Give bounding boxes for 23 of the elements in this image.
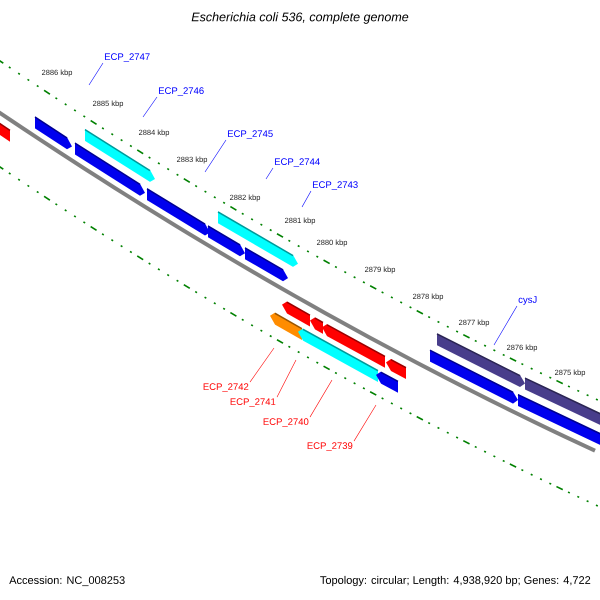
leader-line (354, 404, 376, 442)
leader-line (310, 380, 332, 418)
gene-label: ECP_2744 (274, 158, 320, 167)
gene-label: cysJ (518, 296, 536, 305)
gene-label: ECP_2745 (228, 130, 273, 139)
genome-info-text: Topology: circular; Length: 4,938,920 bp; Genes: 4,722 (320, 576, 590, 586)
leader-line (494, 306, 518, 346)
gene-label: ECP_2743 (313, 181, 358, 190)
gene-label: ECP_2741 (230, 398, 276, 407)
title: Escherichia coli 536, complete genome (192, 12, 408, 24)
gene-label: ECP_2742 (204, 383, 248, 392)
leader-line (142, 96, 158, 118)
accession-text: Accession: NC_008253 (9, 576, 125, 586)
leader-line (276, 360, 296, 398)
gene-label: ECP_2739 (308, 442, 352, 451)
gene-label: ECP_2740 (264, 418, 308, 427)
gene-label: ECP_2746 (158, 87, 204, 96)
leader-line (250, 348, 274, 382)
leader-line (302, 190, 312, 208)
gene-label: ECP_2747 (104, 53, 150, 62)
leader-line (88, 62, 104, 86)
leader-line (204, 140, 226, 172)
leader-line (266, 168, 274, 180)
